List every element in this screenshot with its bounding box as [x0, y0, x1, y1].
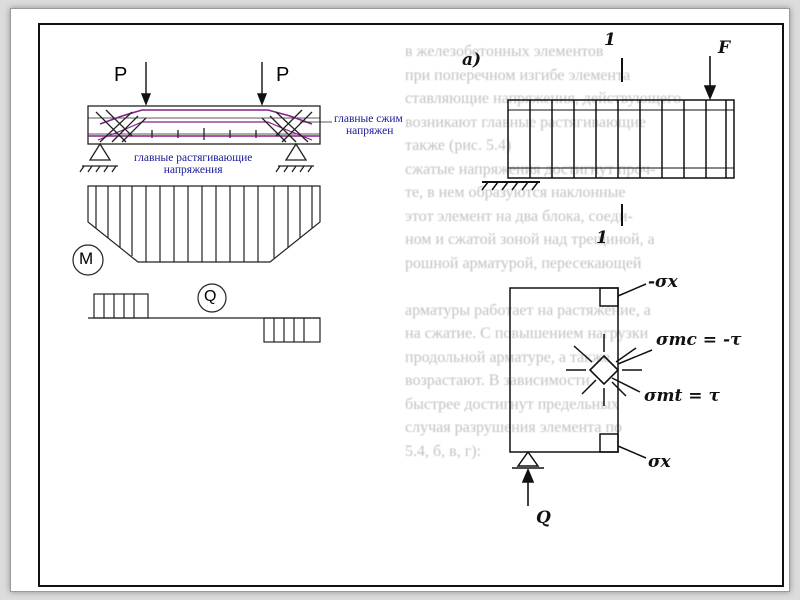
moment-symbol-circle [72, 244, 104, 276]
compression-trajectory [99, 109, 313, 125]
beam-elevation [79, 105, 321, 173]
shear-force-arrow [521, 467, 535, 506]
beam-outline [87, 105, 321, 145]
section-label-top: 1 [604, 30, 616, 50]
background-text-block: в железобетонных элементов при поперечном… [405, 40, 775, 580]
background-text-line: в железобетонных элементов [405, 43, 604, 60]
load-label-left: P [114, 64, 128, 86]
shear-diagram [88, 283, 321, 343]
background-text-line: этот элемент на два блока, соеди- [405, 207, 633, 225]
background-text-line: быстрее достигнут предельных [405, 395, 619, 413]
load-label-right: P [276, 64, 290, 86]
background-text-line: при поперечном изгибе элемента [405, 66, 631, 84]
force-arrow [703, 56, 717, 101]
slide-frame [38, 23, 784, 587]
shear-label: Q [204, 288, 217, 305]
compression-label-line2: напряжен [346, 125, 394, 137]
compression-stress-label: главные сжим напряжен [334, 113, 403, 137]
background-text-line: также (рис. 5.4) [405, 137, 512, 154]
background-text-line: случая разрушения элемента по [405, 419, 623, 436]
load-arrows [140, 62, 268, 106]
background-text-line: на сжатие. С повышением нагрузки [405, 325, 649, 342]
background-text-line: ставляющие напряжения, действующего [405, 90, 682, 107]
moment-diagram [72, 185, 321, 276]
background-text-line: 5.4, б, в, г): [405, 442, 482, 460]
compression-label-line1: главные сжим [334, 113, 403, 125]
background-text-line: те, в нем образуются наклонные [405, 184, 626, 201]
slide [10, 8, 790, 592]
section-label-bottom: 1 [596, 228, 608, 248]
background-text-line: возникают главные растягивающие [405, 113, 646, 131]
sigma-mt-label: σmt = τ [644, 386, 720, 406]
background-text-line: возрастают. В зависимости [405, 372, 590, 389]
cantilever-beam [481, 58, 735, 226]
sigma-mc-label: σmc = -τ [656, 330, 742, 350]
sigma-x-top-label: -σx [648, 272, 678, 292]
shear-force-label: Q [536, 508, 551, 528]
background-text-line: продольной арматуре, а также [405, 348, 610, 366]
tension-label-line1: главные растягивающие [134, 152, 253, 164]
shear-symbol-circle [197, 283, 227, 313]
background-text-line: ном и сжатой зоной над трещиной, а [405, 231, 655, 248]
moment-label: M [79, 249, 94, 268]
background-text-line: рошной арматурой, пересекающей [405, 254, 642, 272]
stress-element [509, 283, 653, 469]
force-label: F [718, 38, 731, 58]
panel-label: a) [462, 50, 482, 70]
tension-stress-label: главные растягивающие напряжения [134, 152, 252, 176]
background-text-line: арматуры работает на растяжение, а [405, 301, 651, 319]
tension-label-line2: напряжения [163, 164, 223, 176]
sigma-x-bottom-label: σx [648, 452, 671, 472]
